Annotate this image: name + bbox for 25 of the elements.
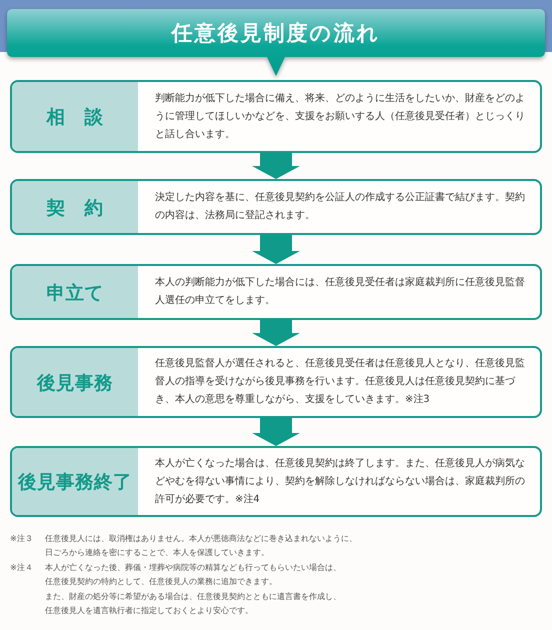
footnote-text: 本人が亡くなった後、葬儀・埋葬や病院等の精算なども行ってもらいたい場合は、任意後見契約の特約として、任意後見人の業務に追加できます。 [45,561,342,588]
step-description: 本人が亡くなった場合は、任意後見契約は終了します。また、任意後見人が病気などやむを得ない事情により、契約を解除しなければならない場合は、家庭裁判所の許可が必要です。※注4 [155,456,526,506]
down-arrow [252,418,300,446]
step-heading: 申立て [12,266,138,318]
step-heading: 相 談 [12,82,138,151]
step-box [10,446,542,517]
note-marker: ※注３ [10,532,33,545]
step-box [10,80,542,153]
footnote-text: また、財産の処分等に希望がある場合は、任意後見契約とともに遺言書を作成し、任意後見人を遺言執行者に指定しておくとより安心です。 [45,590,342,618]
step-box [10,179,542,235]
step-description: 任意後見監督人が選任されると、任意後見受任者は任意後見人となり、任意後見監督人の指導を受けながら後見事務を行います。任意後見人は任意後見契約に基づき、本人の意思を尊重しながら、支援をしていきます。※注3 [155,356,526,407]
note-marker: ※注４ [10,561,33,574]
step-heading: 契 約 [12,181,138,233]
step-box [10,346,542,418]
down-arrow [252,320,300,346]
step-heading: 後見事務終了 [12,448,138,515]
title-banner: 任意後見制度の流れ [7,9,545,77]
down-arrow [252,235,300,264]
step-description: 本人の判断能力が低下した場合には、任意後見受任者は家庭裁判所に任意後見監督人選任の申立てをします。 [155,276,526,308]
step-heading: 後見事務 [12,348,138,416]
footnote-text: 任意後見人には、取消権はありません。本人が悪徳商法などに巻き込まれないように、日ごろから連絡を密にすることで、本人を保護していきます。 [45,532,358,560]
step-description: 判断能力が低下した場合に備え、将来、どのように生活をしたいか、財産をどのように管理してほしいかなどを、支援をお願いする人（任意後見受任者）とじっくりと話し合います。 [155,92,526,142]
down-arrow [252,153,300,179]
step-description: 決定した内容を基に、任意後見契約を公証人の作成する公正証書で結びます。契約の内容は、法務局に登記されます。 [155,190,526,223]
step-box [10,264,542,320]
